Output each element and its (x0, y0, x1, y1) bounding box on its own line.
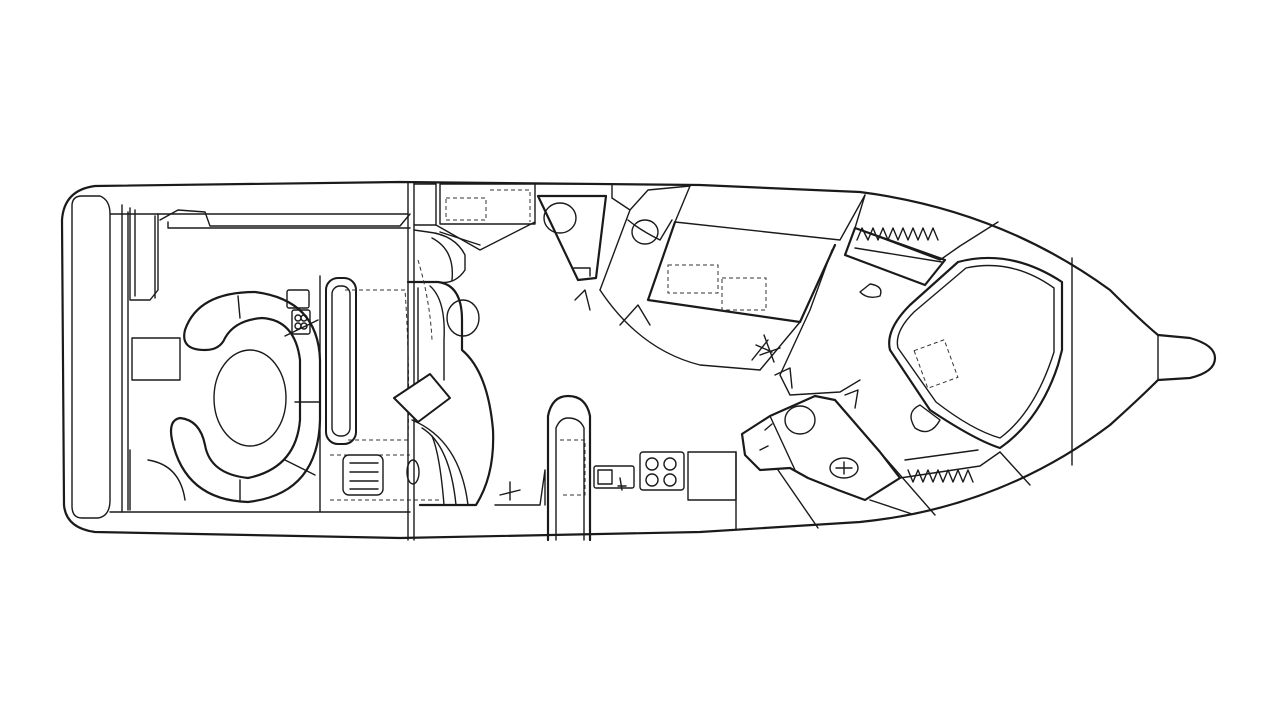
helm-console (286, 289, 310, 309)
aft-head (740, 389, 1031, 529)
salon (393, 229, 546, 507)
entry (413, 183, 536, 251)
storage-cabinet (439, 183, 536, 225)
helm-area (319, 181, 440, 541)
toilet (543, 202, 577, 234)
bench-seat (325, 277, 357, 445)
cockpit-table (213, 349, 287, 447)
galley-sink (593, 465, 635, 489)
forward-head (534, 183, 631, 311)
forward-stateroom (774, 194, 1064, 450)
transom-hatch (131, 337, 181, 381)
cockpit (129, 207, 411, 511)
hatch (342, 454, 384, 496)
aft-toilet (784, 405, 816, 435)
salon-seat-back (393, 373, 451, 423)
mid-cabin (599, 185, 866, 371)
stove (639, 451, 685, 491)
galley (546, 394, 737, 542)
cockpit-seating (169, 290, 322, 504)
refrigerator (687, 451, 737, 501)
hull (60, 180, 1217, 540)
